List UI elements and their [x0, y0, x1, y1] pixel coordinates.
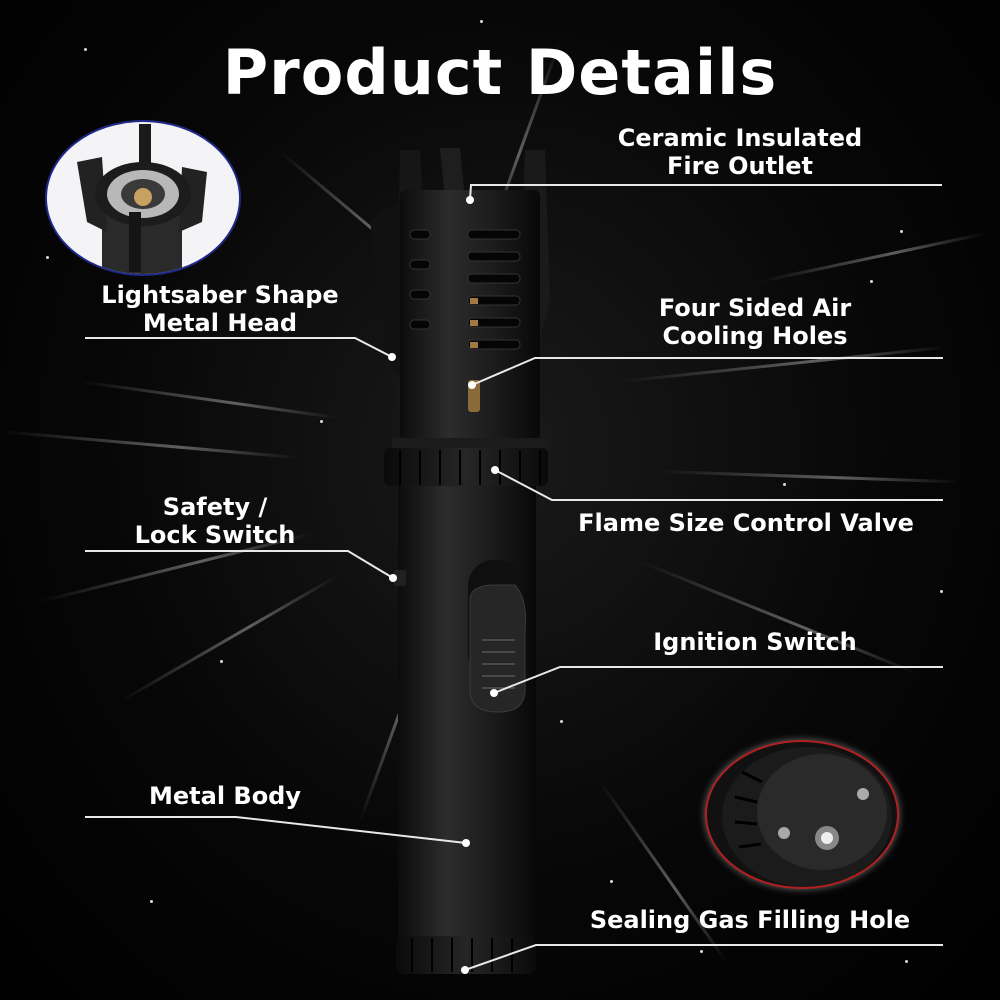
torch-lighter-image	[370, 148, 550, 974]
callout-metal-body: Metal Body	[148, 782, 301, 810]
callout-metal-head: Lightsaber Shape Metal Head	[101, 281, 339, 337]
page-title: Product Details	[222, 36, 778, 109]
bottom-closeup-inset	[705, 740, 899, 889]
callout-cooling-holes: Four Sided Air Cooling Holes	[658, 294, 852, 350]
callout-flame-valve: Flame Size Control Valve	[578, 509, 914, 537]
callout-gas-filling-hole: Sealing Gas Filling Hole	[589, 906, 911, 934]
callout-fire-outlet: Ceramic Insulated Fire Outlet	[617, 124, 863, 180]
callout-ignition-switch: Ignition Switch	[653, 628, 857, 656]
callout-safety-switch: Safety / Lock Switch	[134, 493, 296, 549]
head-closeup-inset	[45, 120, 241, 276]
